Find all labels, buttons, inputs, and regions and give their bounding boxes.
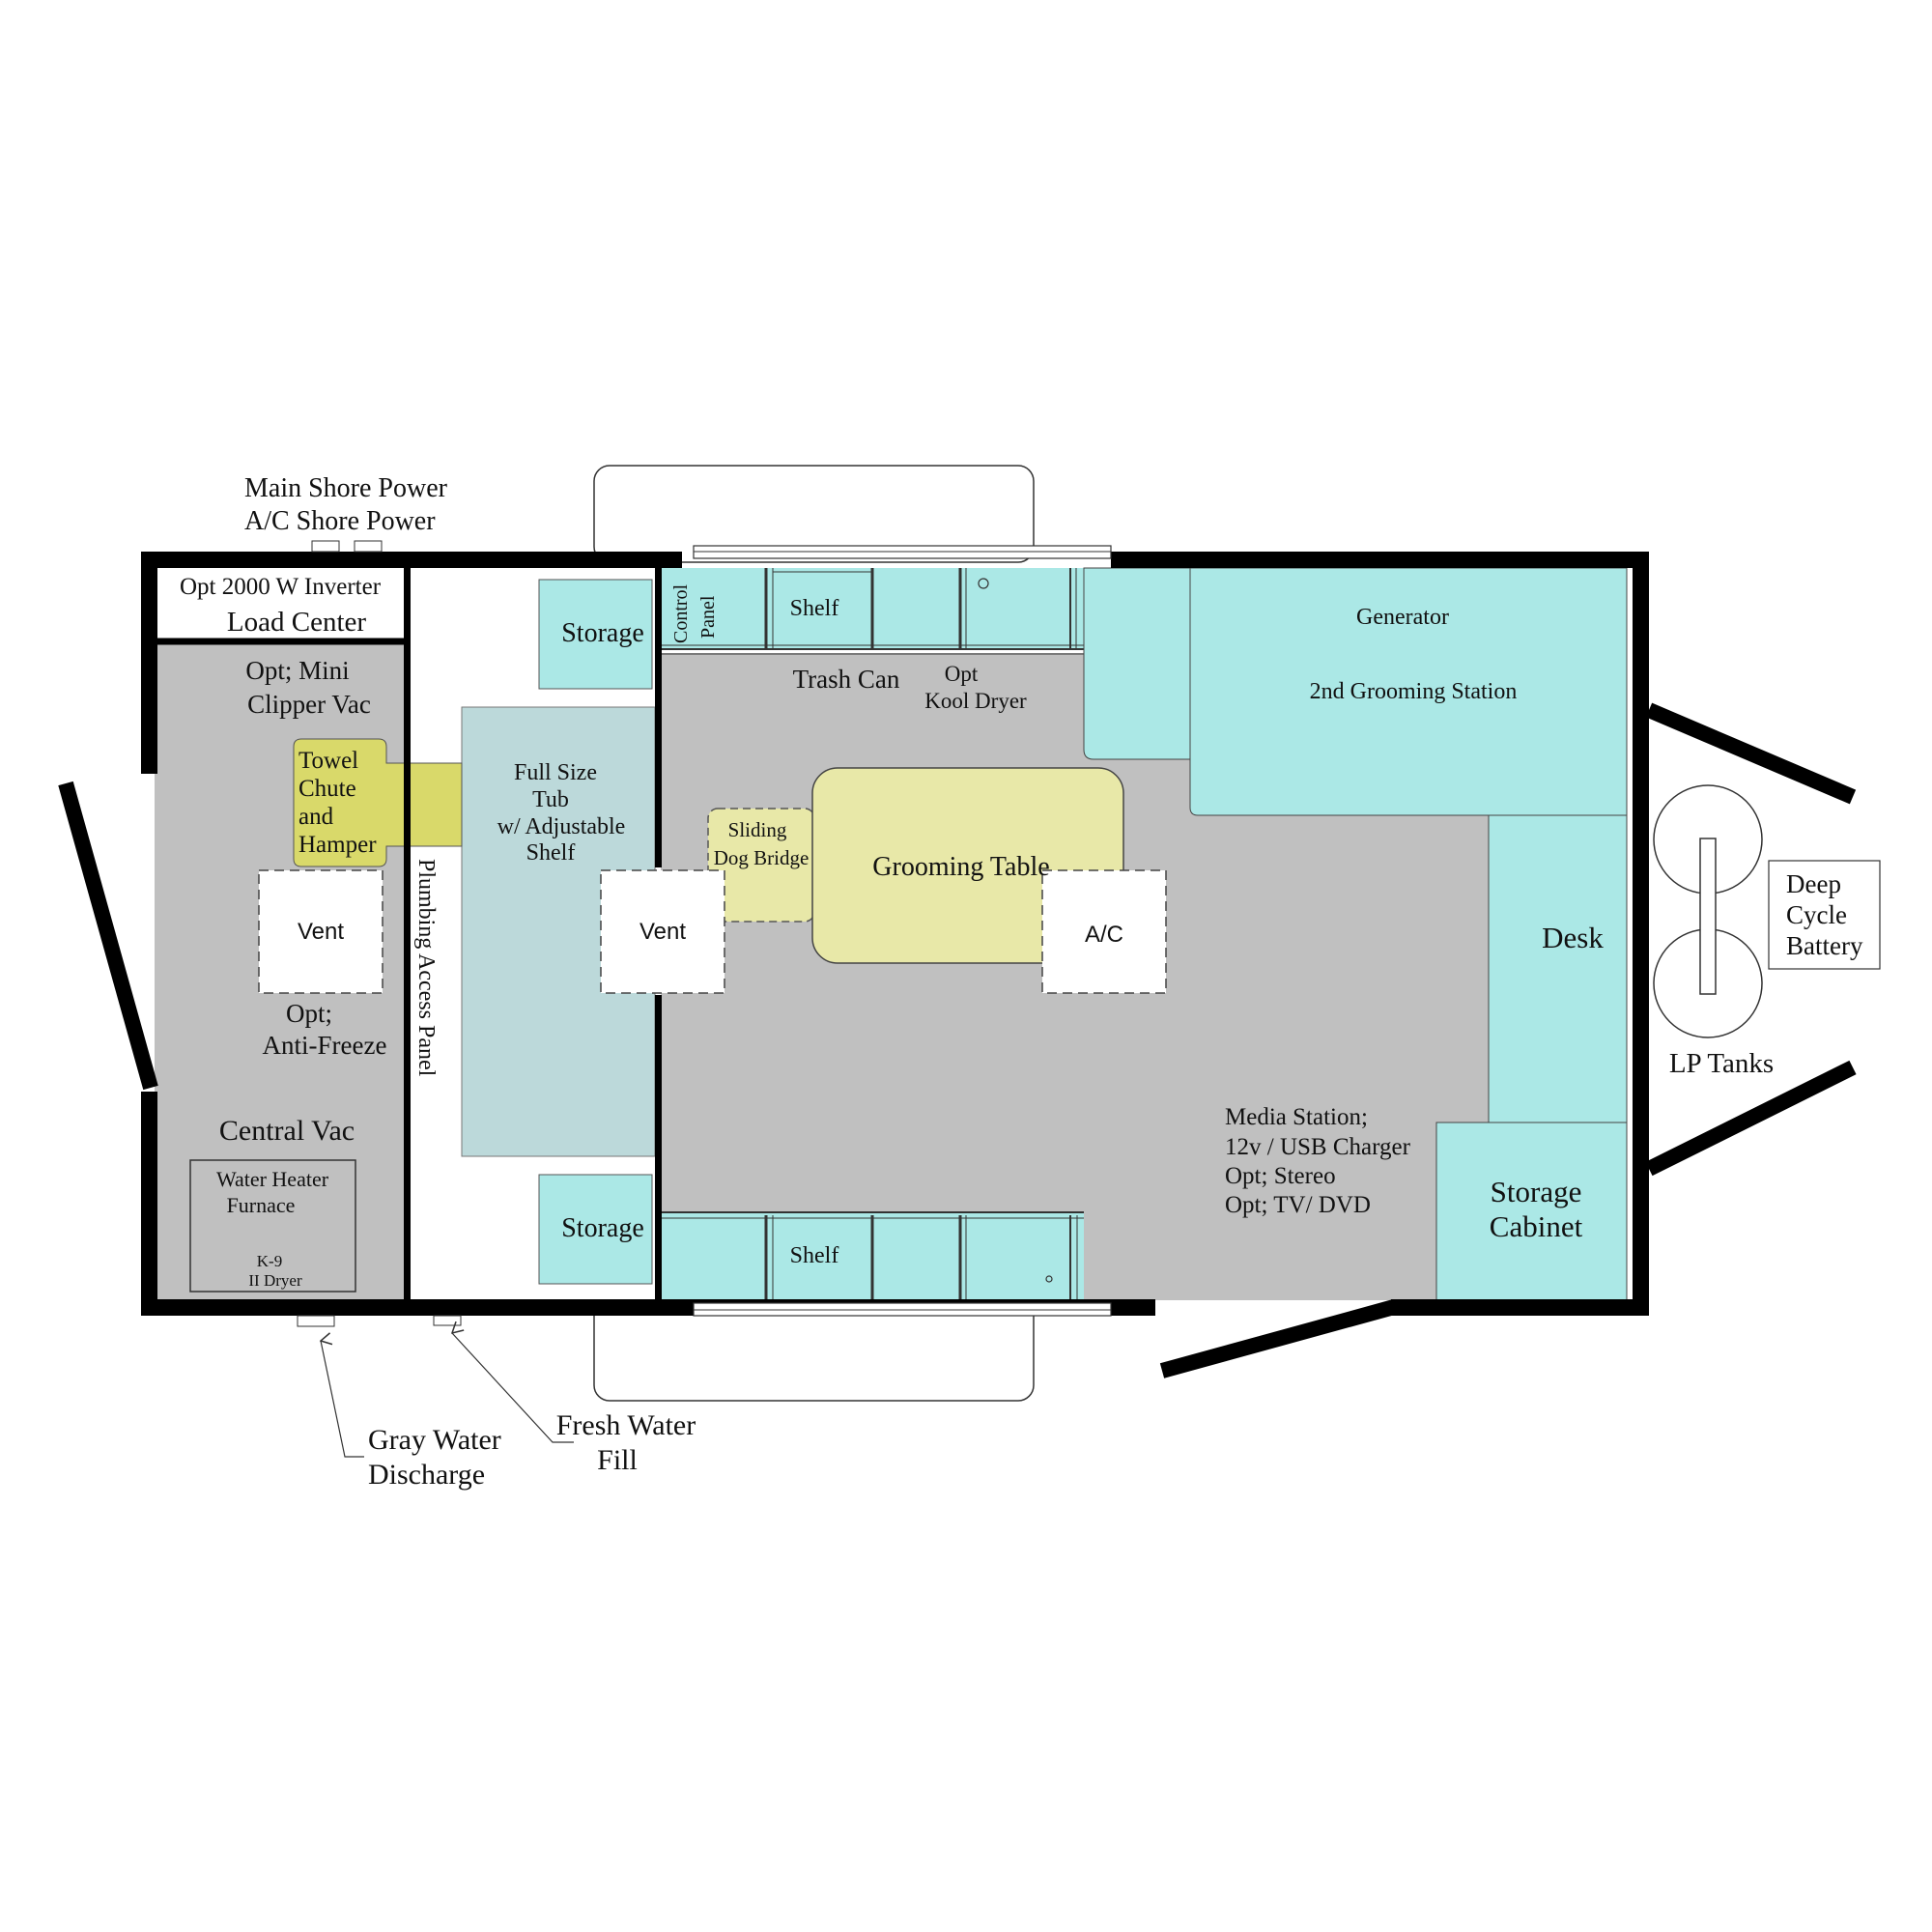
storage-cabinet (1435, 1122, 1628, 1301)
shelf-top-label: Shelf (790, 596, 839, 621)
inverter-label: Opt 2000 W Inverter (180, 574, 382, 600)
furnace-label: Furnace (227, 1193, 296, 1217)
grooming-table-label: Grooming Table (872, 852, 1049, 882)
vent-left-label: Vent (298, 919, 344, 945)
fresh-water-leader (452, 1333, 574, 1443)
gray-water-label-1: Gray Water (368, 1424, 501, 1456)
ac-label: A/C (1085, 922, 1123, 948)
fresh-water-label-1: Fresh Water (556, 1409, 696, 1441)
gray-water-label-2: Discharge (368, 1459, 485, 1491)
load-center-label: Load Center (227, 607, 366, 638)
inverter-box (156, 570, 406, 639)
storage-top (538, 579, 653, 690)
vent-left (258, 869, 384, 994)
shelf-bottom-label: Shelf (790, 1243, 839, 1268)
kool-dryer-label-1: Opt (945, 662, 979, 686)
tub-label-1: Full Size (514, 760, 597, 785)
k9-label-1: K-9 (257, 1252, 282, 1270)
generator-cabinet (1083, 567, 1628, 816)
antifreeze-label-2: Anti-Freeze (263, 1031, 387, 1060)
plumbing-panel-label: Plumbing Access Panel (413, 859, 439, 1077)
storage-top-label: Storage (561, 618, 644, 648)
deep-cycle-label-3: Battery (1786, 931, 1863, 960)
deep-cycle-label-1: Deep (1786, 869, 1841, 898)
tub-label-2: Tub (532, 787, 569, 812)
control-panel-label-2: Panel (697, 595, 719, 639)
deep-cycle-label-2: Cycle (1786, 900, 1847, 929)
side-ramp-door (1159, 1299, 1397, 1378)
sliding-bridge-label-2: Dog Bridge (714, 846, 810, 869)
rear-ramp-door (58, 781, 158, 1091)
generator-label: Generator (1356, 605, 1449, 630)
desk-label: Desk (1542, 921, 1604, 954)
towel-label-1: Towel (298, 748, 358, 774)
shore-power-ac-label: A/C Shore Power (244, 506, 436, 536)
towel-chute (293, 738, 463, 867)
ac-unit (1041, 869, 1167, 994)
cabinet-knob-bottom (1045, 1275, 1053, 1283)
towel-label-2: Chute (298, 776, 356, 802)
mini-clipper-label-1: Opt; Mini (245, 656, 349, 685)
trash-can-label: Trash Can (793, 665, 900, 694)
central-vac-label: Central Vac (219, 1115, 355, 1147)
gray-water-leader (321, 1341, 364, 1458)
antifreeze-label-1: Opt; (286, 999, 332, 1028)
vent-mid (600, 869, 725, 994)
towel-label-4: Hamper (298, 832, 377, 858)
sliding-bridge-label-1: Sliding (728, 818, 787, 841)
towel-label-3: and (298, 804, 334, 830)
vent-mid-label: Vent (639, 919, 686, 945)
storage-bottom (538, 1174, 653, 1285)
media-label-2: 12v / USB Charger (1225, 1134, 1411, 1160)
water-heater-box (189, 1159, 356, 1293)
deep-cycle-battery (1768, 860, 1881, 970)
second-station-label: 2nd Grooming Station (1310, 679, 1518, 704)
cabinet-knob-top (978, 578, 989, 589)
storage-cabinet-label-1: Storage (1491, 1175, 1582, 1208)
k9-label-2: II Dryer (248, 1271, 302, 1290)
kool-dryer-label-2: Kool Dryer (924, 689, 1027, 713)
desk (1488, 814, 1628, 1123)
storage-cabinet-label-2: Cabinet (1490, 1209, 1583, 1243)
fresh-water-connector (433, 1315, 462, 1326)
sliding-dog-bridge (707, 808, 815, 923)
storage-bottom-label: Storage (561, 1213, 644, 1243)
shore-power-connector-2 (354, 540, 383, 553)
water-heater-label: Water Heater (216, 1167, 329, 1191)
gray-water-connector (297, 1315, 335, 1327)
top-fender (593, 465, 1035, 563)
lp-tanks-label: LP Tanks (1669, 1048, 1774, 1079)
shore-power-connector-1 (311, 540, 340, 553)
shore-power-main-label: Main Shore Power (244, 473, 448, 503)
tub-label-4: Shelf (526, 840, 576, 866)
media-label-1: Media Station; (1225, 1104, 1368, 1130)
media-label-3: Opt; Stereo (1225, 1163, 1336, 1189)
fresh-water-label-2: Fill (597, 1444, 638, 1476)
mini-clipper-label-2: Clipper Vac (247, 690, 371, 719)
control-panel-label-1: Control (670, 583, 692, 643)
media-label-4: Opt; TV/ DVD (1225, 1192, 1371, 1218)
tub-label-3: w/ Adjustable (497, 814, 626, 839)
